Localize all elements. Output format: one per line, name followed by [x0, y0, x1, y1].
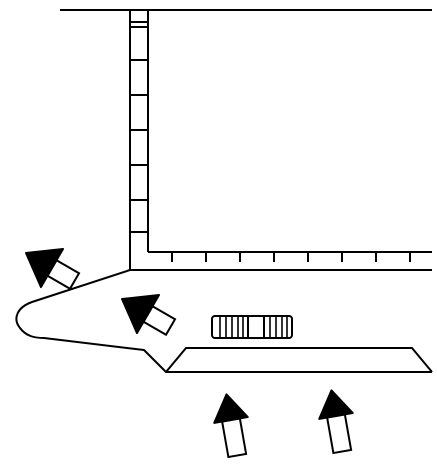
horizontal-scale [130, 251, 432, 271]
bottom-bar [165, 347, 433, 373]
horizontal-scale-ticks [171, 252, 411, 262]
vertical-ruler [129, 10, 149, 270]
arrow-icon [25, 247, 81, 291]
vertical-ruler-ticks [130, 21, 148, 233]
arrow-icon [121, 293, 177, 337]
arrow-icon [213, 393, 249, 459]
arrow-icon [318, 389, 354, 455]
roller-knob [211, 315, 293, 339]
base-housing [15, 269, 432, 373]
